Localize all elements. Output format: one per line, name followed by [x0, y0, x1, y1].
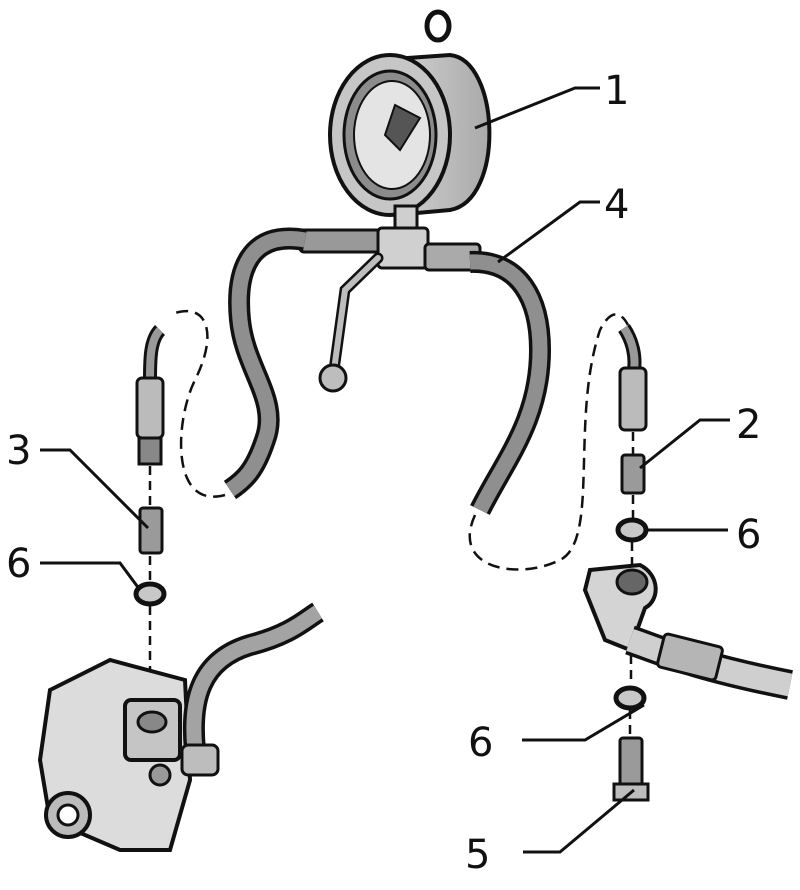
union-bolt-3: [138, 506, 164, 555]
callout-6-right-lower: 6: [468, 720, 493, 766]
callout-6-left: 6: [6, 541, 31, 587]
gauge-needle-icon: [383, 103, 422, 152]
lever-knob-icon: [318, 363, 348, 393]
callout-6-right-upper: 6: [736, 512, 761, 558]
left-hose: [169, 227, 307, 500]
left-adapter: [133, 325, 167, 690]
callout-5: 5: [465, 832, 490, 878]
washer-right-upper: [615, 517, 649, 543]
callout-3: 3: [6, 428, 31, 474]
callout-2: 2: [736, 402, 761, 448]
banjo-bolt-5: [618, 736, 644, 788]
pressure-gauge: [328, 9, 492, 238]
callout-4: 4: [604, 182, 629, 228]
right-hose: [468, 250, 630, 571]
power-steering-pump: [37, 602, 324, 852]
washer-left: [133, 581, 167, 607]
valve-manifold: [298, 226, 482, 393]
hanging-ring-icon: [424, 9, 452, 43]
callout-1: 1: [604, 68, 629, 114]
washer-right-lower: [613, 685, 647, 711]
right-adapter: [582, 324, 793, 802]
leader-lines: [40, 86, 730, 854]
union-bolt-2: [620, 453, 646, 495]
